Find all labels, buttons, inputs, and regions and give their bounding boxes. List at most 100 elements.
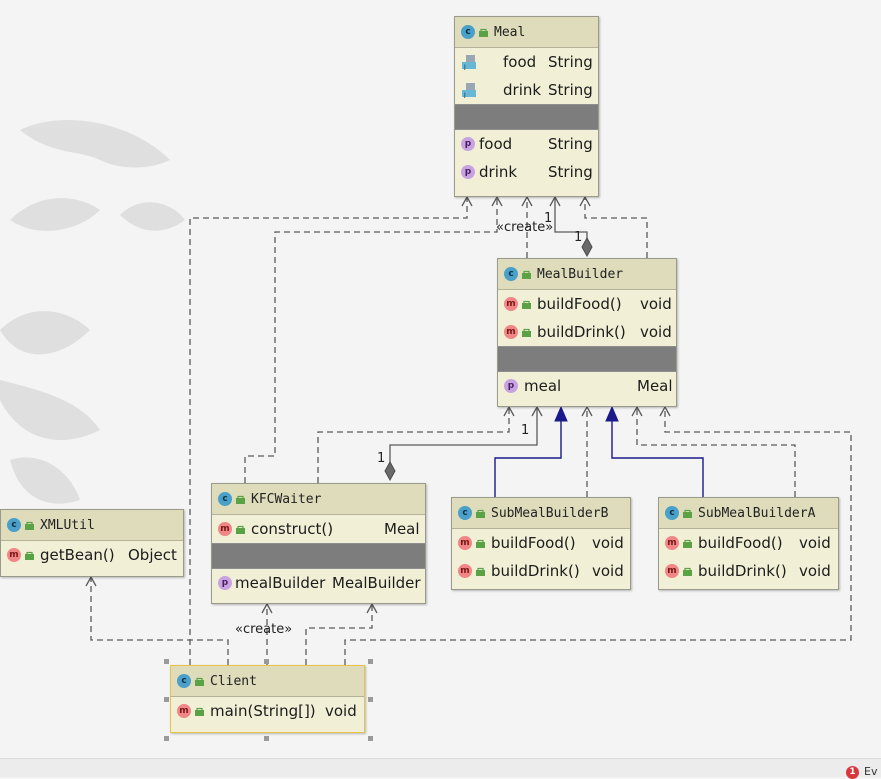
method-row[interactable]: m buildFood() void — [452, 529, 630, 557]
class-header: c Meal — [455, 17, 598, 48]
public-lock-icon — [25, 521, 34, 530]
public-lock-icon — [476, 509, 485, 518]
field-name: drink — [503, 81, 542, 99]
public-lock-icon — [195, 677, 204, 686]
method-icon: m — [665, 564, 679, 578]
error-count-badge[interactable]: 1 — [846, 766, 859, 779]
public-lock-icon — [476, 539, 485, 548]
class-xml-util[interactable]: c XMLUtil m getBean() Object — [0, 509, 184, 577]
class-header: c KFCWaiter — [212, 484, 425, 515]
public-lock-icon — [25, 551, 34, 560]
method-type: Object — [128, 546, 177, 564]
multiplicity-meal: 1 — [544, 211, 553, 226]
method-row[interactable]: m buildFood() void — [659, 529, 838, 557]
class-header: c Client — [171, 666, 364, 697]
create-label-top: «create» — [496, 220, 554, 235]
method-type: void — [799, 562, 831, 580]
method-type: void — [325, 702, 357, 720]
selection-handle[interactable] — [368, 697, 373, 702]
class-client[interactable]: c Client m main(String[]) void — [170, 665, 365, 733]
public-lock-icon — [683, 539, 692, 548]
method-name: main(String[]) — [210, 702, 316, 720]
class-header: c MealBuilder — [498, 259, 676, 290]
public-lock-icon — [195, 707, 204, 716]
property-icon: p — [461, 137, 475, 151]
method-icon: m — [7, 548, 21, 562]
class-sub-meal-builder-a[interactable]: c SubMealBuilderA m buildFood() void m b… — [658, 497, 839, 590]
class-icon: c — [7, 518, 21, 532]
class-name: Client — [210, 673, 257, 689]
method-type: void — [640, 323, 672, 341]
method-icon: m — [504, 325, 518, 339]
public-lock-icon — [522, 270, 531, 279]
selection-handle[interactable] — [164, 736, 169, 741]
class-meal-builder[interactable]: c MealBuilder m buildFood() void m build… — [497, 258, 677, 407]
class-name: Meal — [494, 24, 526, 40]
section-separator — [455, 104, 598, 130]
property-row[interactable]: p mealBuilder MealBuilder — [212, 569, 425, 597]
field-row[interactable]: J food String — [455, 48, 598, 76]
multiplicity-builder-top: 1 — [574, 230, 583, 245]
selection-handle[interactable] — [164, 659, 169, 664]
method-icon: m — [458, 564, 472, 578]
svg-text:J: J — [463, 64, 466, 70]
method-type: void — [640, 295, 672, 313]
selection-handle[interactable] — [264, 659, 269, 664]
property-name: mealBuilder — [235, 574, 326, 592]
class-icon: c — [665, 506, 679, 520]
method-type: void — [799, 534, 831, 552]
method-icon: m — [177, 704, 191, 718]
method-type: void — [592, 562, 624, 580]
property-row[interactable]: p meal Meal — [498, 372, 676, 400]
property-type: String — [548, 135, 593, 153]
status-bar — [0, 758, 881, 777]
method-name: buildFood() — [698, 534, 783, 552]
public-lock-icon — [522, 328, 531, 337]
property-icon: p — [461, 165, 475, 179]
class-icon: c — [218, 492, 232, 506]
method-type: void — [592, 534, 624, 552]
property-row[interactable]: p drink String — [455, 158, 598, 186]
field-row[interactable]: J drink String — [455, 76, 598, 104]
selection-handle[interactable] — [368, 736, 373, 741]
method-row[interactable]: m buildFood() void — [498, 290, 676, 318]
property-name: food — [479, 135, 513, 153]
method-row[interactable]: m buildDrink() void — [452, 557, 630, 585]
method-name: buildFood() — [491, 534, 576, 552]
selection-handle[interactable] — [164, 697, 169, 702]
event-log-label[interactable]: Ev — [864, 765, 878, 778]
method-row[interactable]: m main(String[]) void — [171, 697, 364, 725]
create-label-bottom: «create» — [235, 622, 293, 637]
public-lock-icon — [479, 28, 488, 37]
method-name: buildFood() — [537, 295, 622, 313]
method-name: buildDrink() — [537, 323, 626, 341]
background-mask-watermark — [0, 120, 185, 504]
multiplicity-builder-bottom: 1 — [521, 423, 530, 438]
method-icon: m — [665, 536, 679, 550]
class-icon: c — [461, 25, 475, 39]
method-row[interactable]: m getBean() Object — [1, 541, 183, 569]
method-row[interactable]: m construct() Meal — [212, 515, 425, 543]
field-name: food — [503, 53, 537, 71]
method-icon: m — [218, 522, 232, 536]
public-lock-icon — [522, 300, 531, 309]
class-kfc-waiter[interactable]: c KFCWaiter m construct() Meal p mealBui… — [211, 483, 426, 604]
selection-handle[interactable] — [368, 659, 373, 664]
selection-handle[interactable] — [264, 736, 269, 741]
property-row[interactable]: p food String — [455, 130, 598, 158]
class-meal[interactable]: c Meal J food String J drink String p fo… — [454, 16, 599, 197]
field-type: String — [548, 53, 593, 71]
method-row[interactable]: m buildDrink() void — [498, 318, 676, 346]
method-name: getBean() — [40, 546, 115, 564]
method-row[interactable]: m buildDrink() void — [659, 557, 838, 585]
public-lock-icon — [236, 495, 245, 504]
section-separator — [498, 346, 676, 372]
public-lock-icon — [683, 509, 692, 518]
class-sub-meal-builder-b[interactable]: c SubMealBuilderB m buildFood() void m b… — [451, 497, 631, 590]
class-header: c XMLUtil — [1, 510, 183, 541]
method-type: Meal — [384, 520, 420, 538]
field-type: String — [548, 81, 593, 99]
public-lock-icon — [476, 567, 485, 576]
property-icon: p — [504, 379, 518, 393]
